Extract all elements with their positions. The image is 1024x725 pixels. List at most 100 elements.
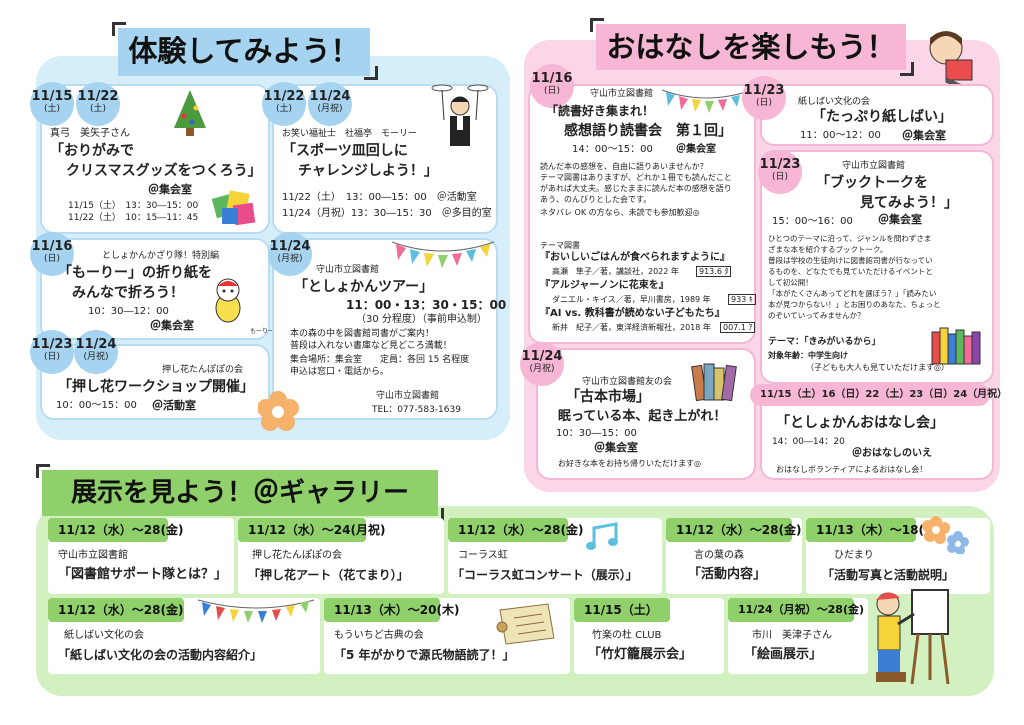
kansou-p3: があれば大丈夫。感じたままに読んだ本の感想を語り [540, 184, 732, 193]
tenji-date: 11/12（水）～24(月祝) [238, 518, 385, 542]
kansou-card [528, 84, 756, 344]
kansou-book2-call: 933 ｷ [728, 294, 756, 305]
oshibana-time: 10：00～15：00 [56, 400, 137, 411]
tenji-title: 「押し花アート（花てまり）」 [248, 568, 409, 582]
booktalk-p7: 本が見つからない！」とお困りのあなた、ちょっと [768, 300, 941, 309]
tenji-host: コーラス虹 [458, 550, 508, 561]
tour-desc2: 普段は入れない書庫など見どころ満載！ [290, 341, 452, 351]
kansou-book1-title: 『おいしいごはんが食べられますように』 [540, 252, 730, 263]
tenji-host: 守山市立図書館 [58, 550, 128, 561]
ohanashikai-place: ＠おはなしのいえ [852, 448, 932, 459]
tenji-title: 「絵画展示」 [744, 647, 823, 662]
oshibana-card [40, 344, 270, 420]
tenji-date: 11/12（水）～28(金) [448, 518, 583, 542]
kansou-p4: あう、のんびりとした会です。 [540, 195, 652, 204]
booktalk-age: 対象年齢：中学生向け [768, 351, 848, 360]
oshibana-host: 押し花たんぽぽの会 [162, 365, 244, 375]
kansou-book3-author: 新井 紀子／著，東洋経済新報社，2018 年 [552, 323, 711, 332]
ohanashikai-title: 「としょかんおはなし会」 [776, 415, 944, 431]
title-bracket [900, 62, 914, 76]
tenji-date: 11/13（木）～20(木) [324, 598, 459, 622]
tour-tel: TEL：077-583-1639 [372, 405, 461, 415]
tenji-date: 11/12（水）～28(金) [48, 598, 184, 622]
tenji-host: 市川 美津子さん [752, 630, 832, 641]
tenji-date: 11/24（月祝）～28(金) [728, 598, 864, 622]
waiter-icon [430, 80, 490, 164]
booktalk-title1: 「ブックトークを [816, 175, 928, 191]
tenji-title: 「図書館サポート隊とは？」 [58, 567, 228, 582]
tour-card [272, 238, 498, 420]
title-bracket [590, 18, 604, 32]
booktalk-host: 守山市立図書館 [842, 161, 906, 171]
kansou-book2-title: 『アルジャーノンに花束を』 [540, 280, 669, 291]
sara-title2: チャレンジしよう！」 [298, 163, 438, 179]
tenji-host: 紙しばい文化の会 [64, 630, 144, 641]
kamishibai-place: ＠集会室 [902, 129, 946, 142]
tenji-title: 「5 年がかりで源氏物語読了！」 [334, 648, 515, 662]
kansou-book1-author: 高瀬 隼子／著，講談社，2022 年 [552, 267, 679, 276]
tree-icon [168, 88, 212, 142]
booktalk-p6: 「本がたくさんあってどれを選ぼう？」「読みたい [768, 289, 937, 298]
kamishibai-card [760, 84, 994, 146]
old-books-icon [690, 358, 742, 408]
books-icon [930, 322, 986, 370]
booktalk-p4: るものを、どなたでも見ていただけるイベントと [768, 267, 933, 276]
furuhon-place: ＠集会室 [594, 441, 638, 454]
ohanashi-title: おはなしを楽しもう！ [606, 30, 896, 64]
ohanashikai-note: おはなしボランティアによるおはなし会！ [776, 465, 928, 474]
ohanashi-title-box [596, 24, 906, 70]
tenji-host: もういちど古典の会 [334, 630, 424, 641]
tour-org: 守山市立図書館 [376, 391, 440, 401]
tenji-date: 11/12（水）～28(金) [48, 518, 183, 542]
ohanashikai-date-band [750, 384, 990, 406]
moori-title2: みんなで折ろう！ [72, 285, 184, 301]
kansou-date1: 11/16(日) [530, 64, 574, 108]
origami-title2: クリスマスグッズをつくろう」 [66, 163, 262, 179]
kansou-place: ＠集会室 [676, 144, 716, 155]
title-bracket [112, 22, 126, 36]
booktalk-p1: ひとつのテーマに沿って、ジャンルを問わずさま [768, 234, 932, 243]
sara-date1: 11/22(土) [262, 82, 306, 126]
sara-date2: 11/24(月祝) [308, 82, 352, 126]
bunting-icon [390, 238, 496, 276]
booktalk-time: 15：00～16：00 [772, 216, 853, 227]
tour-note: （30 分程度）（事前申込制） [356, 314, 487, 325]
ohanashikai-time: 14：00―14：20 [772, 437, 845, 447]
bunting-icon [196, 596, 316, 630]
origami-time1: 11/15（土） 13：30―15：00 [68, 201, 199, 211]
tenji-host: 押し花たんぽぽの会 [252, 550, 342, 561]
tenji-date: 11/15（土） [574, 598, 670, 622]
scroll-icon [492, 600, 562, 654]
flower-icon [922, 514, 972, 558]
kamishibai-time: 11：00～12：00 [800, 130, 881, 141]
booktalk-title2: 見てみよう！」 [860, 195, 958, 211]
booktalk-p5: して初公開！ [768, 278, 813, 287]
furuhon-time: 10：30―15：00 [556, 428, 637, 439]
kansou-p1: 読んだ本の感想を、自由に語りあいませんか？ [540, 162, 708, 171]
booktalk-place: ＠集会室 [878, 213, 922, 226]
tour-host: 守山市立図書館 [316, 265, 380, 275]
moori-title1: 「もーりー」の折り紙を [58, 265, 212, 281]
origami-date2: 11/22(土) [76, 82, 120, 126]
firefly-icon [206, 276, 252, 330]
furuhon-note: お好きな本をお持ち帰りいただけます◎ [558, 459, 701, 468]
moori-date1: 11/16(日) [30, 232, 74, 276]
booktalk-p3: 普段は学校の生徒向けに図書館司書が行なってい [768, 256, 933, 265]
title-bracket [36, 464, 50, 478]
kansou-book1-call: 913.6 ﾀ [696, 266, 732, 277]
kansou-p2: テーマ図書はありますが、どれか１冊でも読んだこと [540, 173, 732, 182]
kansou-title2: 感想語り読書会 第１回」 [564, 123, 732, 139]
music-note-icon [584, 522, 624, 556]
kamishibai-title: 「たっぷり紙しばい」 [812, 109, 952, 125]
tenji-title-box [42, 470, 438, 516]
booktalk-date1: 11/23(日) [758, 150, 802, 194]
tour-meet: 集合場所：集会室 定員：各回 15 名程度 [290, 355, 470, 365]
oshibana-title: 「押し花ワークショップ開催」 [58, 379, 254, 395]
sara-sched2: 11/24（月祝）13：30―15：30 ＠多目的室 [282, 208, 492, 219]
kamishibai-host: 紙しばい文化の会 [798, 97, 871, 107]
booktalk-theme: テーマ：「きみがいるから」 [768, 337, 881, 347]
taiken-title-box [118, 28, 370, 76]
kansou-book3-call: 007.1 ｱ [720, 322, 756, 333]
kansou-book3-title: 『AI vs. 教科書が読めない子どもたち』 [540, 308, 725, 319]
moori-time: 10：30―12：00 [88, 306, 169, 317]
